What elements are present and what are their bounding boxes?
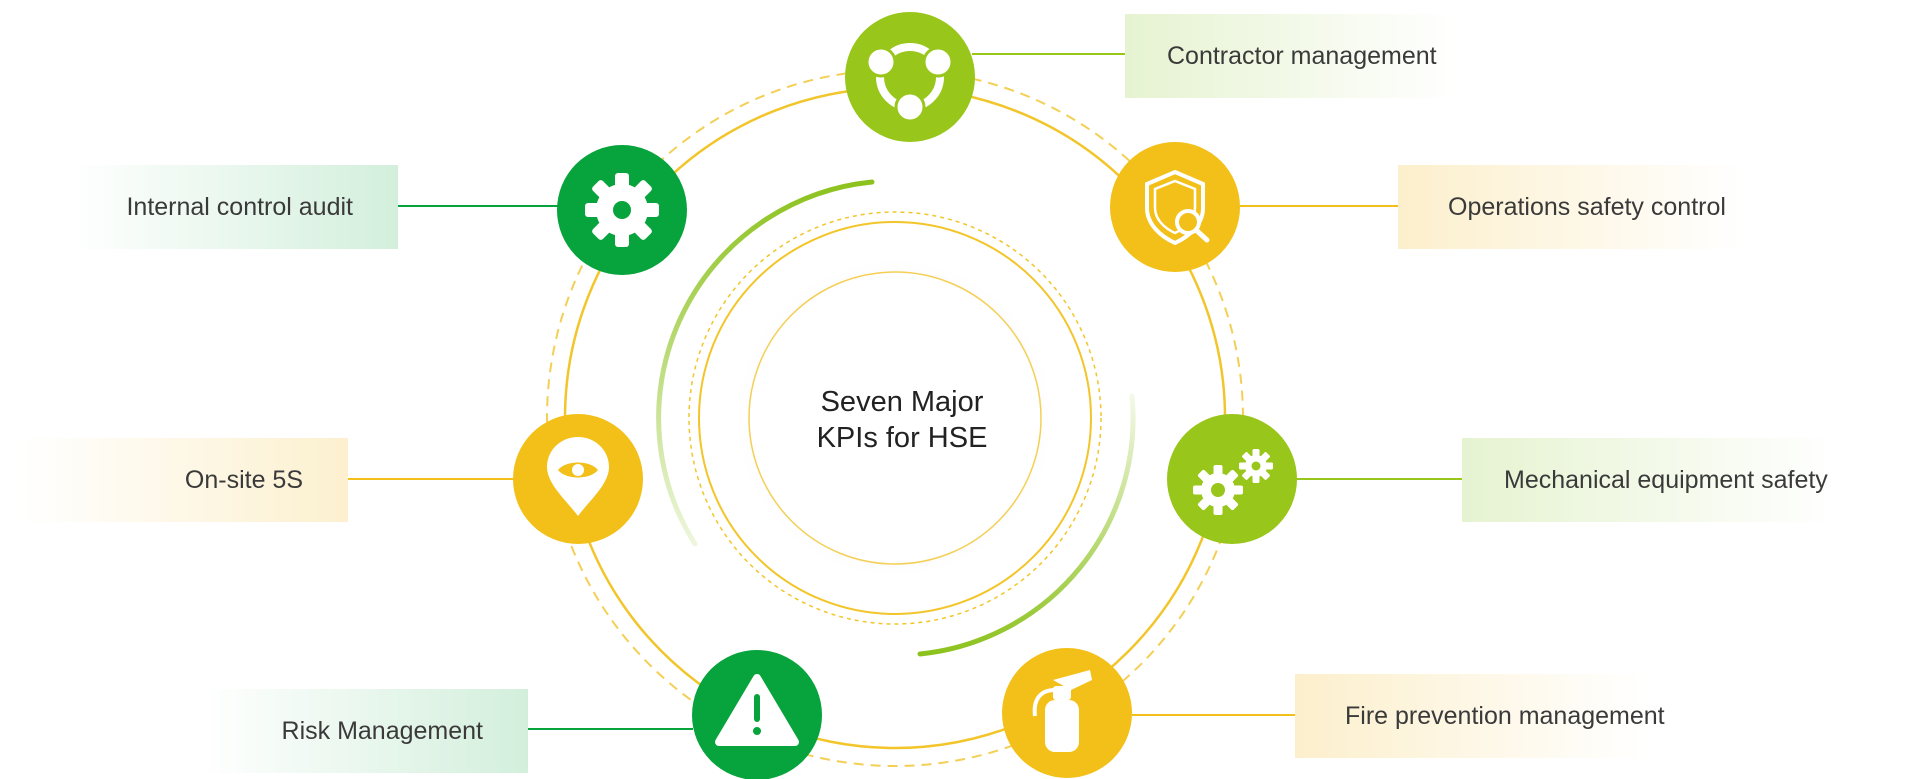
location-eye-icon bbox=[547, 437, 609, 516]
inner-arc-right bbox=[917, 393, 1136, 657]
node-fire-prevention-management bbox=[1002, 648, 1132, 778]
node-operations-safety-control bbox=[1110, 142, 1240, 272]
gears-icon bbox=[1193, 449, 1273, 515]
inner-ring bbox=[698, 221, 1092, 615]
label-operations-safety-control: Operations safety control bbox=[1398, 165, 1743, 249]
shield-search-icon bbox=[1145, 169, 1210, 246]
fire-extinguisher-icon bbox=[1032, 670, 1092, 752]
label-fire-prevention-management: Fire prevention management bbox=[1295, 674, 1665, 758]
label-mechanical-equipment-safety: Mechanical equipment safety bbox=[1462, 438, 1837, 522]
label-risk-management: Risk Management bbox=[203, 689, 528, 773]
label-internal-control-audit: Internal control audit bbox=[72, 165, 398, 249]
center-disk bbox=[748, 271, 1042, 565]
diagram-title-line1: Seven Major bbox=[820, 386, 984, 418]
network-nodes-icon bbox=[865, 43, 954, 123]
gear-icon bbox=[585, 173, 659, 247]
inner-arc-left bbox=[656, 179, 875, 547]
node-onsite-5s bbox=[513, 414, 643, 544]
node-internal-control-audit bbox=[557, 145, 687, 275]
diagram-title: Seven Major KPIs for HSE bbox=[802, 384, 1002, 456]
inner-dashed-ring bbox=[688, 211, 1102, 625]
node-contractor-management bbox=[845, 12, 975, 142]
node-mechanical-equipment-safety bbox=[1167, 414, 1297, 544]
warning-icon bbox=[715, 674, 799, 746]
label-contractor-management: Contractor management bbox=[1125, 14, 1455, 98]
label-onsite-5s: On-site 5S bbox=[20, 438, 348, 522]
node-risk-management bbox=[692, 650, 822, 779]
diagram-title-line2: KPIs for HSE bbox=[816, 422, 988, 454]
